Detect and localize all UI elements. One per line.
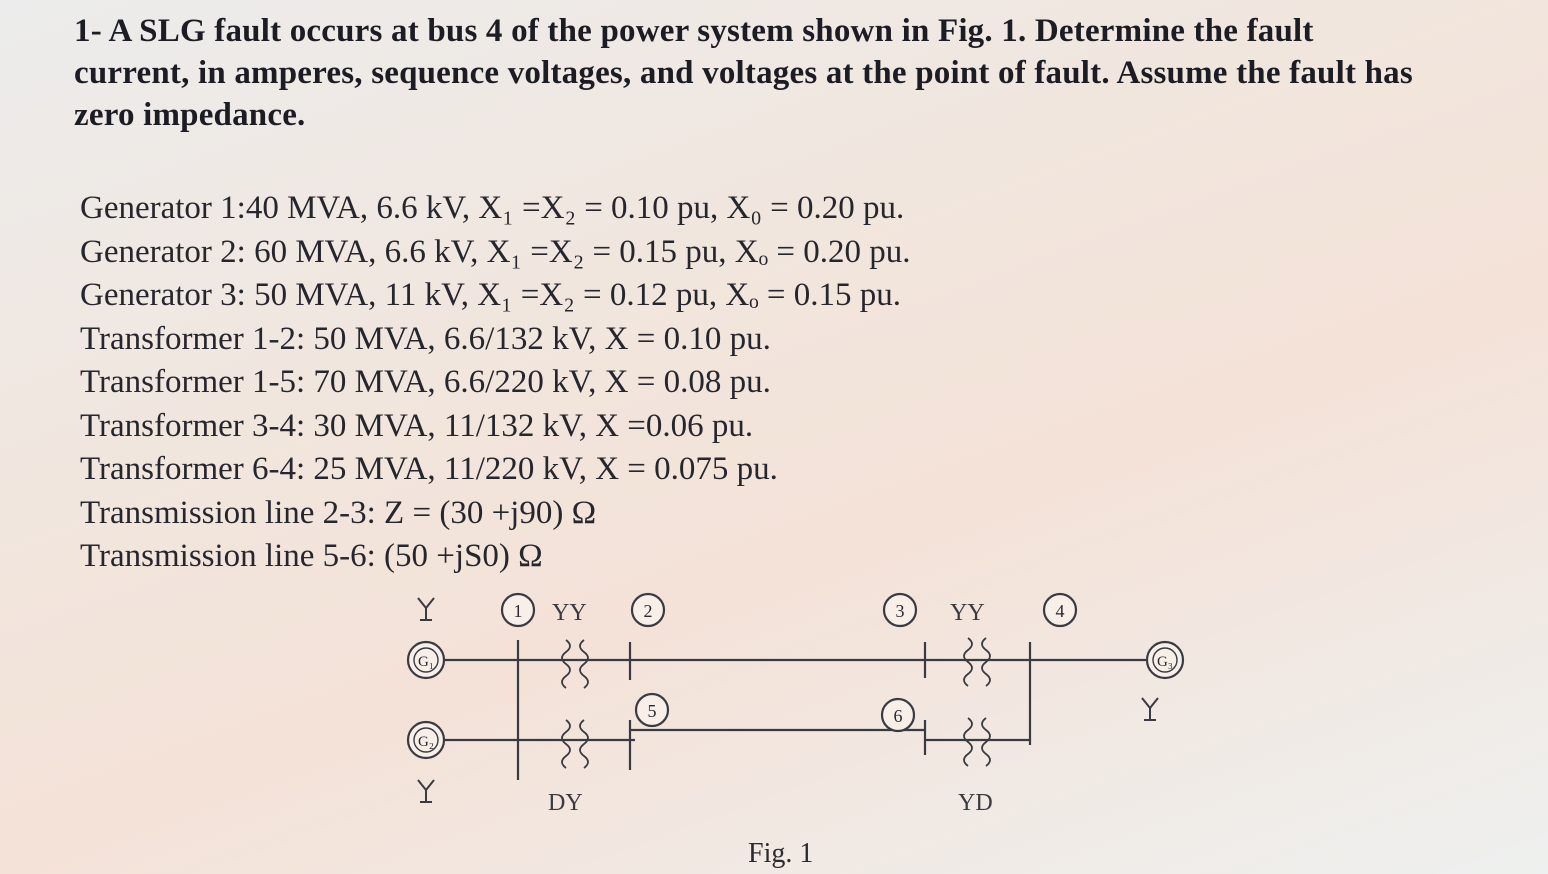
grounded-wye-symbol-g2 — [417, 779, 435, 803]
generator-1-symbol — [406, 640, 446, 680]
problem-line: 1- A SLG fault occurs at bus 4 of the po… — [74, 13, 1314, 49]
bus-6-marker — [880, 697, 916, 733]
spec-generator-2: Generator 2: 60 MVA, 6.6 kV, X₁ =X₂ = 0.… — [80, 233, 911, 270]
generator-3-symbol — [1145, 640, 1185, 680]
figure-caption: Fig. 1 — [748, 838, 814, 869]
problem-statement: 1- A SLG fault occurs at bus 4 of the po… — [74, 10, 1504, 136]
grounded-wye-symbol-g3 — [1141, 697, 1159, 721]
problem-line: current, in amperes, sequence voltages, … — [74, 55, 1413, 91]
grounded-wye-symbol-g1 — [417, 597, 435, 621]
bus-3-marker — [882, 592, 918, 628]
transformer-6-4 — [963, 717, 991, 767]
connection-label-t34: YY — [950, 600, 985, 626]
spec-transformer-1-2: Transformer 1-2: 50 MVA, 6.6/132 kV, X =… — [80, 320, 771, 357]
spec-generator-1: Generator 1:40 MVA, 6.6 kV, X₁ =X₂ = 0.1… — [80, 190, 905, 226]
spec-transformer-3-4: Transformer 3-4: 30 MVA, 11/132 kV, X =0… — [80, 407, 754, 444]
bus-2-label: 2 — [644, 601, 653, 621]
spec-transformer-1-5: Transformer 1-5: 70 MVA, 6.6/220 kV, X =… — [80, 364, 771, 400]
connection-label-t64: YD — [958, 790, 993, 816]
spec-transformer-6-4: Transformer 6-4: 25 MVA, 11/220 kV, X = … — [80, 451, 778, 487]
bus-4-label: 4 — [1056, 601, 1065, 621]
one-line-diagram: 1 2 3 4 5 6 G₁ G₂ G₃ YY DY YD YY — [406, 592, 1185, 816]
bus-5-label: 5 — [648, 701, 657, 721]
generator-2-label: G₂ — [418, 734, 434, 750]
spec-line-2-3: Transmission line 2-3: Z = (30 +j90) Ω — [80, 494, 597, 531]
component-specs: Generator 1:40 MVA, 6.6 kV, X₁ =X₂ = 0.1… — [80, 187, 1180, 579]
bus-3-label: 3 — [896, 601, 905, 621]
connection-label-t12: YY — [552, 600, 587, 626]
bus-2-marker — [630, 592, 666, 628]
generator-2-symbol — [406, 720, 446, 760]
connection-label-t15: DY — [548, 790, 583, 816]
problem-line: zero impedance. — [74, 97, 306, 133]
bus-1-label: 1 — [514, 601, 523, 621]
spec-line-5-6: Transmission line 5-6: (50 +jS0) Ω — [80, 538, 543, 574]
generator-1-label: G₁ — [418, 654, 434, 670]
bus-4-marker — [1042, 592, 1078, 628]
transformer-1-2 — [561, 639, 589, 689]
transformer-3-4 — [963, 637, 991, 687]
bus-5-marker — [634, 692, 670, 728]
generator-3-label: G₃ — [1157, 654, 1173, 670]
bus-6-label: 6 — [894, 706, 903, 726]
bus-1-marker — [500, 592, 536, 628]
transformer-1-5 — [561, 719, 589, 769]
spec-generator-3: Generator 3: 50 MVA, 11 kV, X₁ =X₂ = 0.1… — [80, 277, 902, 313]
